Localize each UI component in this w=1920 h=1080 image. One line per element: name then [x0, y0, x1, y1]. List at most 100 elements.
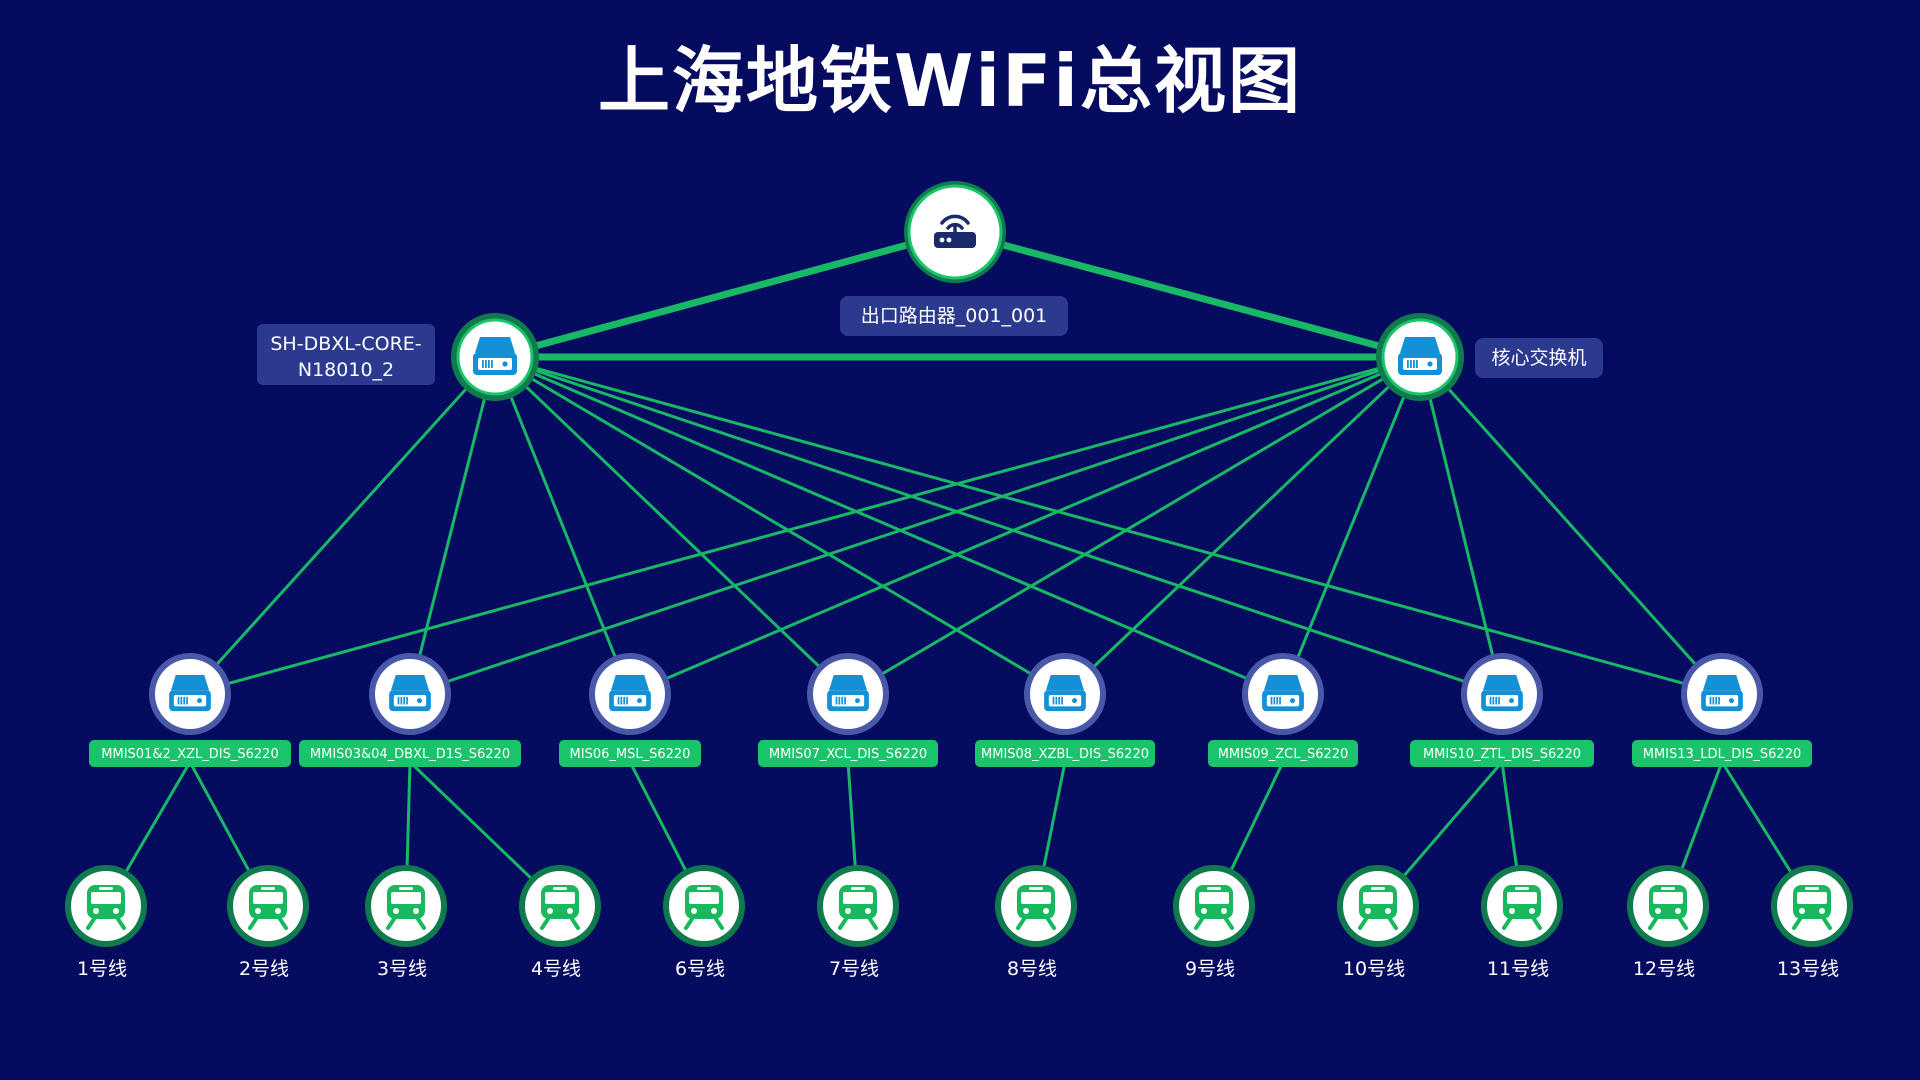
- exit-router-node[interactable]: 出口路由器_001_001: [840, 181, 1068, 336]
- metro-line-node[interactable]: 9号线: [1173, 865, 1255, 980]
- metro-line-label: 3号线: [377, 958, 427, 980]
- distribution-switch-node[interactable]: MIS06_MSL_S6220: [559, 653, 701, 767]
- train-headlight-right: [113, 908, 119, 914]
- switch-port: [488, 360, 490, 368]
- train-legs: [386, 917, 426, 930]
- distribution-switch-node[interactable]: MMIS10_ZTL_DIS_S6220: [1410, 653, 1594, 767]
- switch-port: [180, 696, 183, 705]
- metro-line-node[interactable]: 2号线: [227, 865, 309, 980]
- switch-port: [844, 696, 846, 705]
- train-headlight-right: [1221, 908, 1227, 914]
- switch-led: [197, 698, 202, 704]
- switch-port: [1495, 696, 1498, 705]
- train-legs: [1016, 917, 1056, 930]
- router-label: 出口路由器_001_001: [861, 305, 1048, 327]
- distribution-switch-node[interactable]: MMIS01&2_XZL_DIS_S6220: [89, 653, 291, 767]
- metro-line-label: 4号线: [531, 958, 581, 980]
- switch-icon: [609, 675, 651, 712]
- switch-port: [397, 696, 400, 705]
- link-core-1-dist-7: [493, 355, 1504, 696]
- metro-line-node[interactable]: 4号线: [519, 865, 601, 980]
- link-router-core-1: [491, 228, 959, 361]
- link-core-2-dist-1: [188, 355, 1422, 696]
- dist-label: MIS06_MSL_S6220: [570, 747, 691, 762]
- train-roof-light: [1805, 887, 1819, 890]
- dist-label: MMIS03&04_DBXL_D1S_S6220: [310, 747, 510, 762]
- dist-label: MMIS09_ZCL_S6220: [1218, 747, 1349, 762]
- train-legs: [86, 917, 126, 930]
- train-window: [1363, 892, 1393, 904]
- link-router-core-2: [951, 228, 1424, 361]
- switch-port: [1416, 360, 1418, 368]
- switch-led: [417, 698, 422, 704]
- metro-line-node[interactable]: 11号线: [1481, 865, 1563, 980]
- switch-icon: [1398, 337, 1442, 375]
- train-icon: [1016, 885, 1056, 930]
- train-window: [1021, 892, 1051, 904]
- router-body: [934, 232, 976, 248]
- metro-line-node[interactable]: 10号线: [1337, 865, 1419, 980]
- train-window: [689, 892, 719, 904]
- switch-top: [1703, 675, 1741, 691]
- core-switch-node-1[interactable]: SH-DBXL-CORE-N18010_2: [257, 313, 539, 401]
- train-legs: [1648, 917, 1688, 930]
- switch-port: [1489, 696, 1492, 705]
- distribution-switch-node[interactable]: MMIS07_XCL_DIS_S6220: [758, 653, 938, 767]
- link-core-2-dist-6: [1281, 355, 1422, 696]
- metro-line-node[interactable]: 13号线: [1771, 865, 1853, 980]
- distribution-switch-node[interactable]: MMIS09_ZCL_S6220: [1208, 653, 1358, 767]
- metro-line-label: 13号线: [1777, 958, 1839, 980]
- train-roof-light: [1371, 887, 1385, 890]
- switch-led: [502, 361, 508, 367]
- switch-port: [1407, 360, 1409, 368]
- train-legs: [248, 917, 288, 930]
- switch-icon: [389, 675, 431, 712]
- router-wave-2: [940, 214, 970, 225]
- train-headlight-right: [413, 908, 419, 914]
- switch-port: [177, 696, 180, 705]
- metro-line-node[interactable]: 8号线: [995, 865, 1077, 980]
- train-headlight-left: [845, 908, 851, 914]
- core-label-box: [1475, 338, 1603, 378]
- metro-line-node[interactable]: 12号线: [1627, 865, 1709, 980]
- distribution-switch-node[interactable]: MMIS03&04_DBXL_D1S_S6220: [299, 653, 521, 767]
- metro-line-node[interactable]: 7号线: [817, 865, 899, 980]
- switch-port: [1061, 696, 1063, 705]
- switch-port: [403, 696, 406, 705]
- metro-line-node[interactable]: 6号线: [663, 865, 745, 980]
- train-window: [253, 892, 283, 904]
- switch-port: [1273, 696, 1276, 705]
- switch-port: [623, 696, 626, 705]
- switch-port: [186, 696, 188, 705]
- metro-line-label: 2号线: [239, 958, 289, 980]
- metro-line-node[interactable]: 3号线: [365, 865, 447, 980]
- distribution-switch-node[interactable]: MMIS13_LDL_DIS_S6220: [1632, 653, 1812, 767]
- link-core-2-dist-7: [1418, 355, 1504, 696]
- train-icon: [684, 885, 724, 930]
- train-roof-light: [1515, 887, 1529, 890]
- switch-port: [617, 696, 620, 705]
- switch-port: [1712, 696, 1715, 705]
- switch-top: [391, 675, 429, 691]
- switch-top: [1400, 337, 1440, 353]
- switch-top: [1264, 675, 1302, 691]
- train-headlight-left: [1655, 908, 1661, 914]
- switch-icon: [827, 675, 869, 712]
- switch-port: [1718, 696, 1720, 705]
- train-window: [1199, 892, 1229, 904]
- train-window: [843, 892, 873, 904]
- train-roof-light: [1207, 887, 1221, 890]
- dist-label-box: [1410, 740, 1594, 767]
- distribution-switch-node[interactable]: MMIS08_XZBL_DIS_S6220: [975, 653, 1155, 767]
- train-icon: [1358, 885, 1398, 930]
- core-switch-node-2[interactable]: 核心交换机: [1376, 313, 1603, 401]
- switch-icon: [1481, 675, 1523, 712]
- switch-icon: [1044, 675, 1086, 712]
- metro-line-label: 8号线: [1007, 958, 1057, 980]
- metro-line-node[interactable]: 1号线: [65, 865, 147, 980]
- switch-led: [1509, 698, 1514, 704]
- dist-label-box: [758, 740, 938, 767]
- train-headlight-right: [1819, 908, 1825, 914]
- link-core-2-dist-3: [628, 355, 1422, 696]
